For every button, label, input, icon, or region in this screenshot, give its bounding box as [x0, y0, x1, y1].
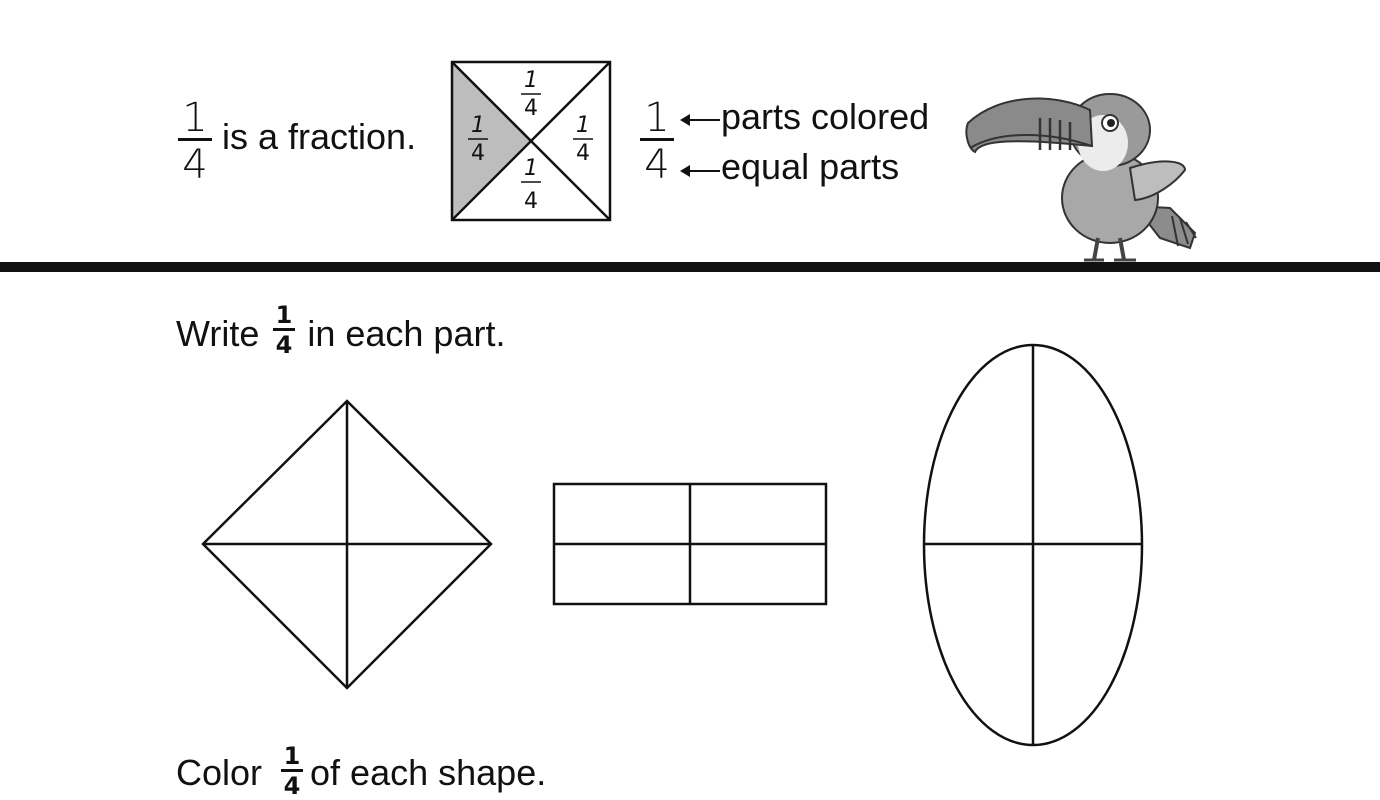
write-instruction-suffix: in each part.	[307, 313, 506, 354]
shaded-quarter	[452, 62, 530, 218]
intro-fraction: 1 4	[178, 98, 212, 185]
key-fraction: 1 4	[640, 98, 674, 185]
svg-text:4: 4	[576, 141, 590, 166]
quarter-label-top: 1 4	[521, 68, 541, 121]
denominator-label: equal parts	[721, 146, 900, 187]
intro-text: is a fraction.	[222, 116, 417, 157]
rectangle-shape[interactable]	[552, 482, 828, 606]
quartered-square-example: 1 4 1 4 1 4 1 4	[450, 60, 612, 222]
key-fraction-numerator: 1	[644, 95, 670, 141]
write-fraction-numerator: 1	[275, 301, 293, 329]
fraction-bar	[640, 138, 674, 141]
oval-shape[interactable]	[920, 342, 1146, 748]
fraction-bar	[281, 769, 303, 772]
write-instruction: Write in each part.	[176, 313, 505, 355]
write-instruction-fraction: 1 4	[273, 303, 295, 357]
svg-text:4: 4	[471, 141, 485, 166]
color-instruction-fraction: 1 4	[281, 744, 303, 798]
toucan-icon	[965, 93, 1197, 262]
intro-fraction-numerator: 1	[182, 95, 208, 141]
svg-text:1: 1	[576, 113, 590, 138]
color-fraction-numerator: 1	[283, 742, 301, 770]
write-instruction-prefix: Write	[176, 313, 260, 354]
svg-text:4: 4	[524, 189, 538, 214]
svg-text:4: 4	[524, 96, 538, 121]
svg-text:1: 1	[471, 113, 485, 138]
write-fraction-denominator: 4	[275, 331, 293, 359]
section-divider	[0, 262, 1380, 272]
svg-text:1: 1	[524, 68, 538, 93]
intro-fraction-denominator: 4	[182, 142, 208, 188]
numerator-label: parts colored	[721, 96, 930, 137]
svg-text:1: 1	[524, 156, 538, 181]
key-fraction-denominator: 4	[644, 142, 670, 188]
diamond-shape[interactable]	[200, 398, 494, 692]
quarter-label-right: 1 4	[573, 113, 593, 166]
color-instruction: Color of each shape.	[176, 752, 546, 794]
quarter-label-bottom: 1 4	[521, 156, 541, 214]
quarter-label-left: 1 4	[468, 113, 488, 166]
color-instruction-suffix: of each shape.	[310, 752, 547, 793]
fraction-bar	[178, 138, 212, 141]
color-instruction-prefix: Color	[176, 752, 263, 793]
fraction-bar	[273, 328, 295, 331]
arrow-left-icon	[680, 165, 720, 177]
color-fraction-denominator: 4	[283, 772, 301, 800]
arrow-left-icon	[680, 114, 720, 126]
